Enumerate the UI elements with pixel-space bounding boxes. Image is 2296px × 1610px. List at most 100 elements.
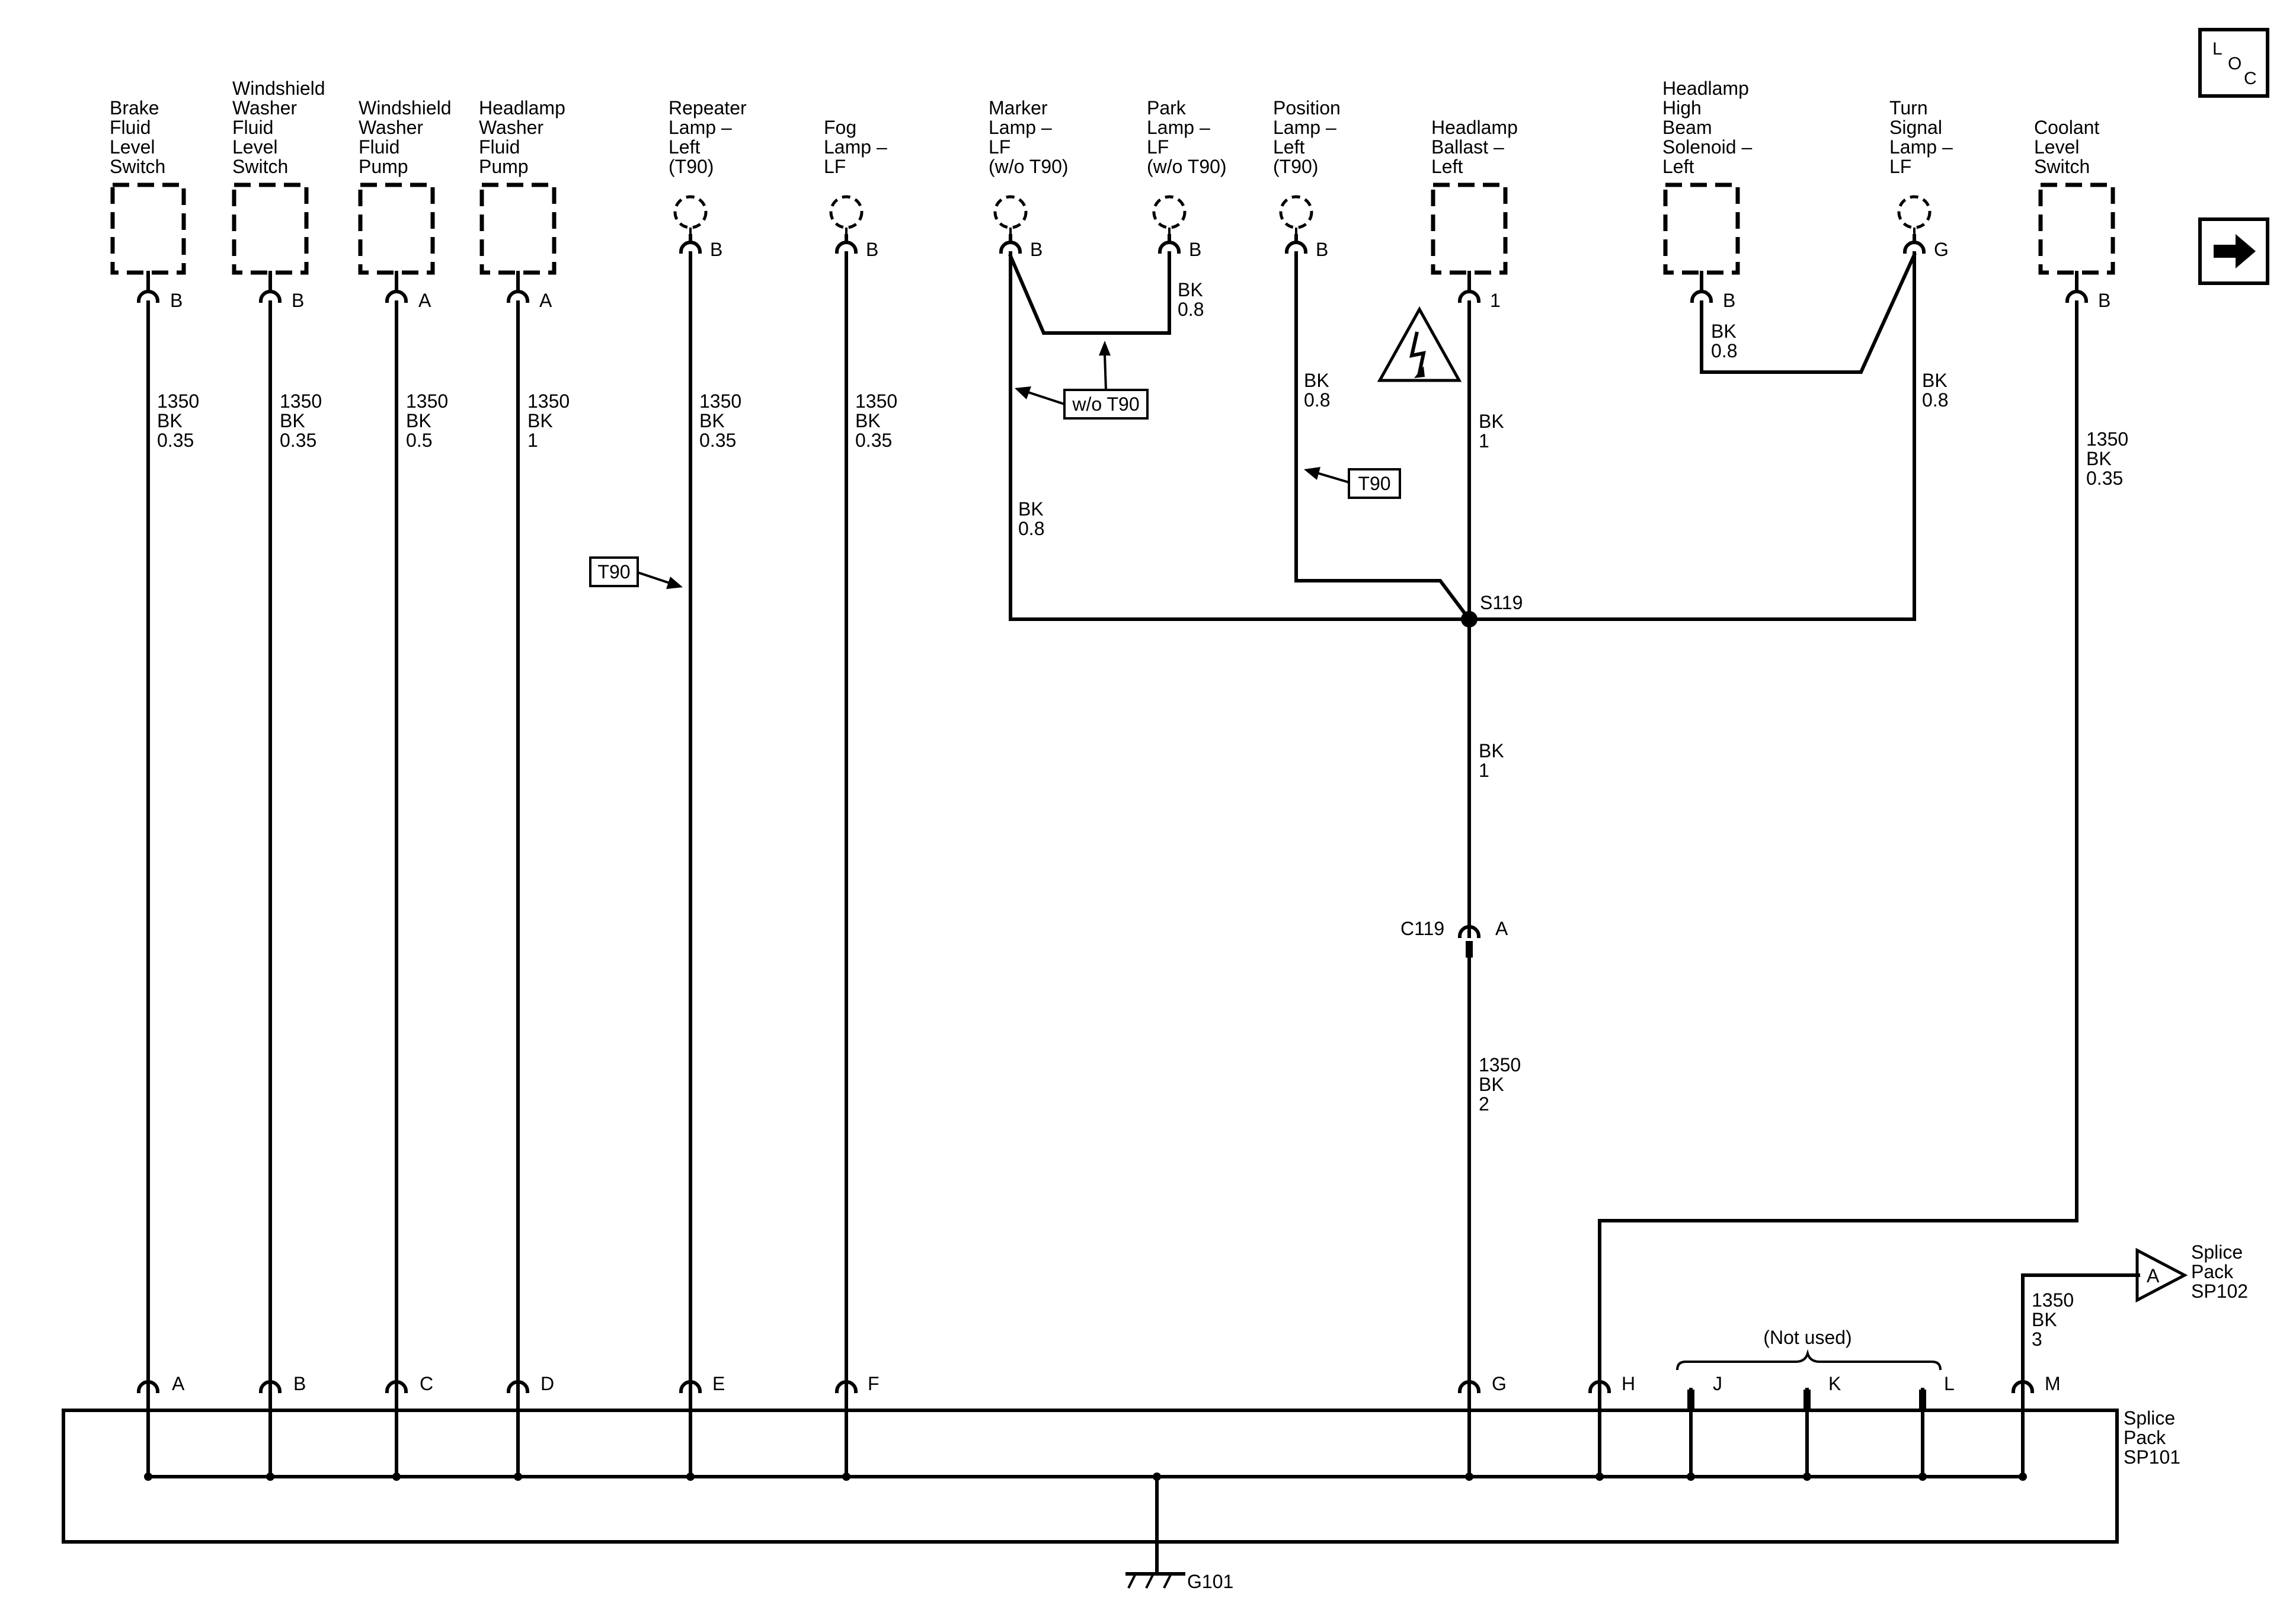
right-arrow-icon[interactable] bbox=[2198, 217, 2269, 285]
wire-park-lamp bbox=[1008, 251, 1171, 335]
wire-label-trunk: BK 1 bbox=[1479, 740, 1510, 781]
loc-icon[interactable]: L O C bbox=[2198, 28, 2269, 98]
component-label-windshield-washer-fluid-level-switch: Windshield Washer Fluid Level Switch bbox=[232, 78, 330, 177]
wire-sp102 bbox=[2021, 1273, 2140, 1385]
component-label-turn-signal-lamp-lf: Turn Signal Lamp – LF bbox=[1889, 97, 1958, 177]
wire-label-turn-signal: BK 0.8 bbox=[1922, 370, 1953, 411]
pin-label: B bbox=[1316, 239, 1328, 260]
unused-pin bbox=[1803, 1390, 1811, 1411]
connector-c119-pin: A bbox=[1495, 918, 1508, 939]
sp101-pin-label: B bbox=[293, 1373, 306, 1394]
park-lamp-bulb-icon bbox=[1152, 195, 1187, 236]
brake-fluid-level-switch-box bbox=[110, 183, 186, 275]
sp101-pin-label: A bbox=[172, 1373, 185, 1394]
pin-connector bbox=[258, 1380, 282, 1394]
pin-connector bbox=[1588, 1380, 1611, 1394]
offpage-reference-triangle-icon bbox=[2135, 1247, 2188, 1303]
option-callouts: w/o T90 T90 T90 bbox=[589, 341, 1401, 589]
top-pin-connectors bbox=[136, 234, 2089, 303]
pin-label: 1 bbox=[1490, 290, 1501, 311]
wire-label-high-beam: BK 0.8 bbox=[1711, 321, 1742, 361]
wire-label-headlamp-washer: 1350 BK 1 bbox=[527, 391, 575, 451]
pin-label: B bbox=[1189, 239, 1201, 260]
fog-lamp-bulb-icon bbox=[829, 195, 864, 236]
splice-pack-sp101: A B C D E F G H J K L M (Not used) Splic… bbox=[62, 1327, 2180, 1544]
option-label-t90-repeater: T90 bbox=[597, 561, 630, 582]
arrow-head-icon bbox=[666, 577, 683, 589]
wire-label-coolant: 1350 BK 0.35 bbox=[2086, 428, 2134, 489]
pin-label: A bbox=[539, 290, 552, 311]
unused-pin bbox=[1687, 1390, 1694, 1411]
splice-pack-sp101-label: Splice Pack SP101 bbox=[2124, 1407, 2180, 1468]
splice-pack-sp102-label: Splice Pack SP102 bbox=[2191, 1241, 2248, 1302]
component-label-coolant-level-switch: Coolant Level Switch bbox=[2034, 117, 2105, 177]
sp101-pin-label: H bbox=[1622, 1373, 1635, 1394]
pin-connector bbox=[385, 290, 408, 303]
splice-s119-label: S119 bbox=[1480, 592, 1523, 613]
connector-c119-label: C119 bbox=[1400, 918, 1444, 939]
coolant-level-switch-box bbox=[2038, 183, 2115, 275]
splice-s119-dot bbox=[1461, 611, 1478, 628]
pin-connector bbox=[385, 1380, 408, 1394]
sp101-pin-label: E bbox=[712, 1373, 725, 1394]
lightning-warning-icon bbox=[1377, 306, 1462, 382]
wire-label-brake: 1350 BK 0.35 bbox=[157, 391, 204, 451]
sp101-pin-label: J bbox=[1713, 1373, 1722, 1394]
pin-label: B bbox=[866, 239, 878, 260]
wire-label-ballast: BK 1 bbox=[1479, 411, 1510, 452]
unused-pin bbox=[1919, 1390, 1926, 1411]
wire-turn-signal bbox=[1467, 251, 1916, 621]
component-labels: Brake Fluid Level Switch Windshield Wash… bbox=[110, 78, 2105, 177]
pin-label: B bbox=[1723, 290, 1735, 311]
sp101-pin-label: C bbox=[420, 1373, 433, 1394]
top-pin-labels: B B A A B B B B B 1 B G B bbox=[170, 239, 2110, 311]
pin-connector bbox=[1457, 290, 1481, 303]
high-beam-solenoid-box bbox=[1663, 183, 1740, 275]
arrow-head-icon bbox=[1015, 386, 1031, 399]
arrow-head-icon bbox=[1304, 467, 1320, 480]
wire-label-repeater: 1350 BK 0.35 bbox=[699, 391, 747, 451]
component-label-park-lamp-lf: Park Lamp – LF (w/o T90) bbox=[1147, 97, 1227, 177]
ground-symbol-icon bbox=[1125, 1572, 1185, 1589]
pin-label: B bbox=[2098, 290, 2110, 311]
washer-fluid-level-switch-box bbox=[232, 183, 309, 275]
option-box-t90-position bbox=[1348, 468, 1401, 499]
wire-label-sp102: 1350 BK 3 bbox=[2032, 1289, 2079, 1350]
option-label-t90-position: T90 bbox=[1358, 473, 1390, 494]
pin-connector bbox=[1690, 290, 1713, 303]
component-label-fog-lamp-lf: Fog Lamp – LF bbox=[824, 117, 893, 177]
connector-c119 bbox=[1457, 925, 1481, 958]
wire-label-fog: 1350 BK 0.35 bbox=[855, 391, 903, 451]
headlamp-ballast-box bbox=[1431, 183, 1508, 275]
sp101-pin-label: M bbox=[2045, 1373, 2061, 1394]
wires bbox=[146, 251, 2140, 1385]
wire-coolant-level bbox=[1598, 300, 2078, 1385]
pin-connector bbox=[1457, 1380, 1481, 1394]
component-label-repeater-lamp-left: Repeater Lamp – Left (T90) bbox=[669, 97, 752, 177]
component-label-marker-lamp-lf: Marker Lamp – LF (w/o T90) bbox=[989, 97, 1069, 177]
sp102-pin-label: A bbox=[2147, 1265, 2160, 1286]
component-label-headlamp-high-beam-solenoid-left: Headlamp High Beam Solenoid – Left bbox=[1662, 78, 1757, 177]
wire-marker-lamp bbox=[1009, 251, 1471, 621]
component-boxes bbox=[110, 183, 2115, 275]
pin-label: B bbox=[170, 290, 183, 311]
wire-label-park: BK 0.8 bbox=[1178, 279, 1208, 320]
wire-label-marker: BK 0.8 bbox=[1018, 498, 1049, 539]
splice-pack-box bbox=[62, 1409, 2119, 1544]
wire-label-c119: 1350 BK 2 bbox=[1479, 1054, 1526, 1115]
pin-connector bbox=[2011, 1380, 2035, 1394]
svg-text:C: C bbox=[2244, 69, 2257, 88]
pin-connector bbox=[2065, 290, 2089, 303]
marker-lamp-bulb-icon bbox=[993, 195, 1028, 236]
turn-signal-lamp-bulb-icon bbox=[1897, 195, 1932, 236]
sp101-pin-label: K bbox=[1828, 1373, 1841, 1394]
pin-label: B bbox=[1030, 239, 1043, 260]
sp101-pin-label: L bbox=[1944, 1373, 1955, 1394]
pin-connector bbox=[136, 290, 160, 303]
svg-text:L: L bbox=[2212, 39, 2223, 59]
wire-position-lamp bbox=[1294, 251, 1472, 622]
option-label-wo-t90: w/o T90 bbox=[1072, 393, 1139, 415]
wire-label-position: BK 0.8 bbox=[1304, 370, 1335, 411]
pin-label: G bbox=[1934, 239, 1949, 260]
